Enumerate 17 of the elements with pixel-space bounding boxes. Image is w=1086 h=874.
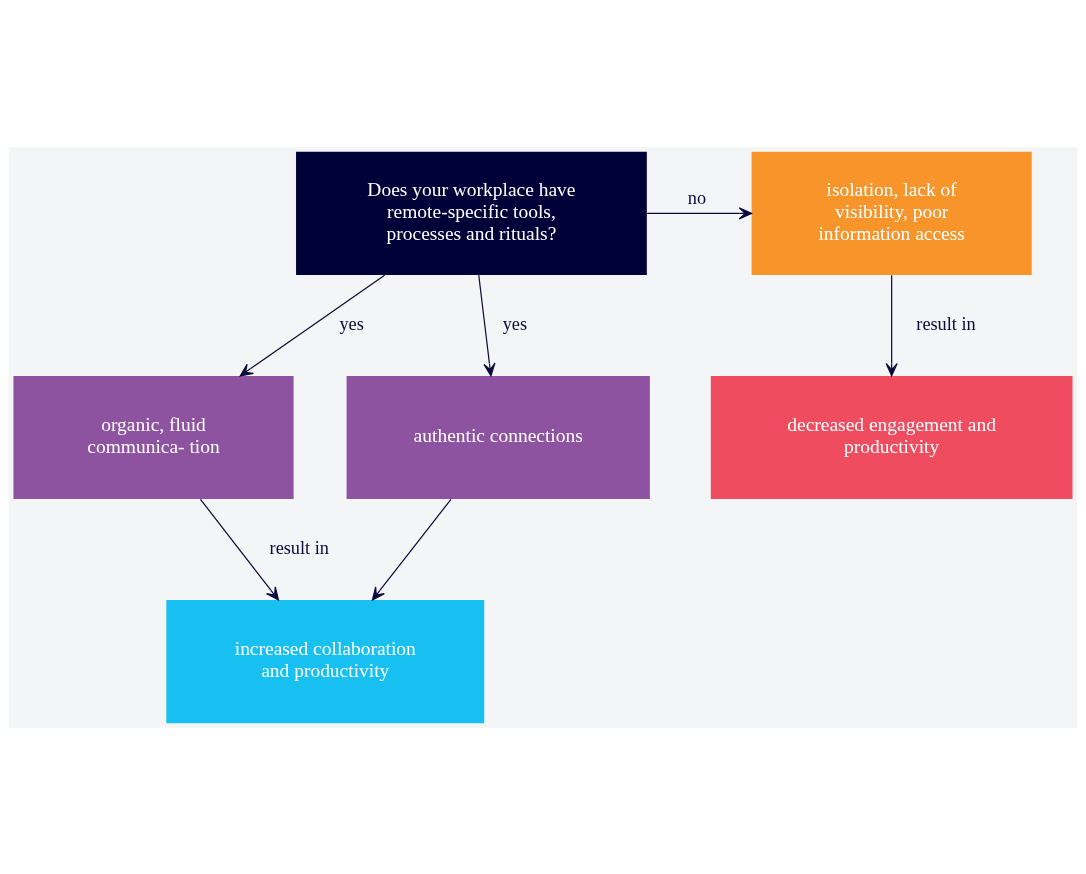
node-box: organic, fluid communica- tion — [13, 375, 294, 499]
edge-label: result in — [916, 313, 976, 334]
node-box: authentic connections — [346, 375, 650, 499]
edge-label: result in — [269, 537, 329, 558]
arrow — [371, 498, 452, 600]
node-box: isolation, lack of visibility, poor information access — [751, 151, 1032, 275]
node-box: decreased engagement and productivity — [710, 375, 1073, 499]
node-box: Does your workplace have remote-specific tools, processes and rituals? — [296, 151, 647, 275]
edge-label: no — [687, 187, 707, 208]
arrow — [646, 206, 752, 219]
arrow — [199, 498, 280, 600]
arrow — [478, 274, 496, 376]
edge-label: yes — [502, 313, 528, 334]
arrow — [885, 274, 898, 376]
node-box: increased collaboration and productivity — [166, 599, 485, 723]
edge-label: yes — [339, 313, 364, 334]
arrow — [239, 274, 386, 376]
